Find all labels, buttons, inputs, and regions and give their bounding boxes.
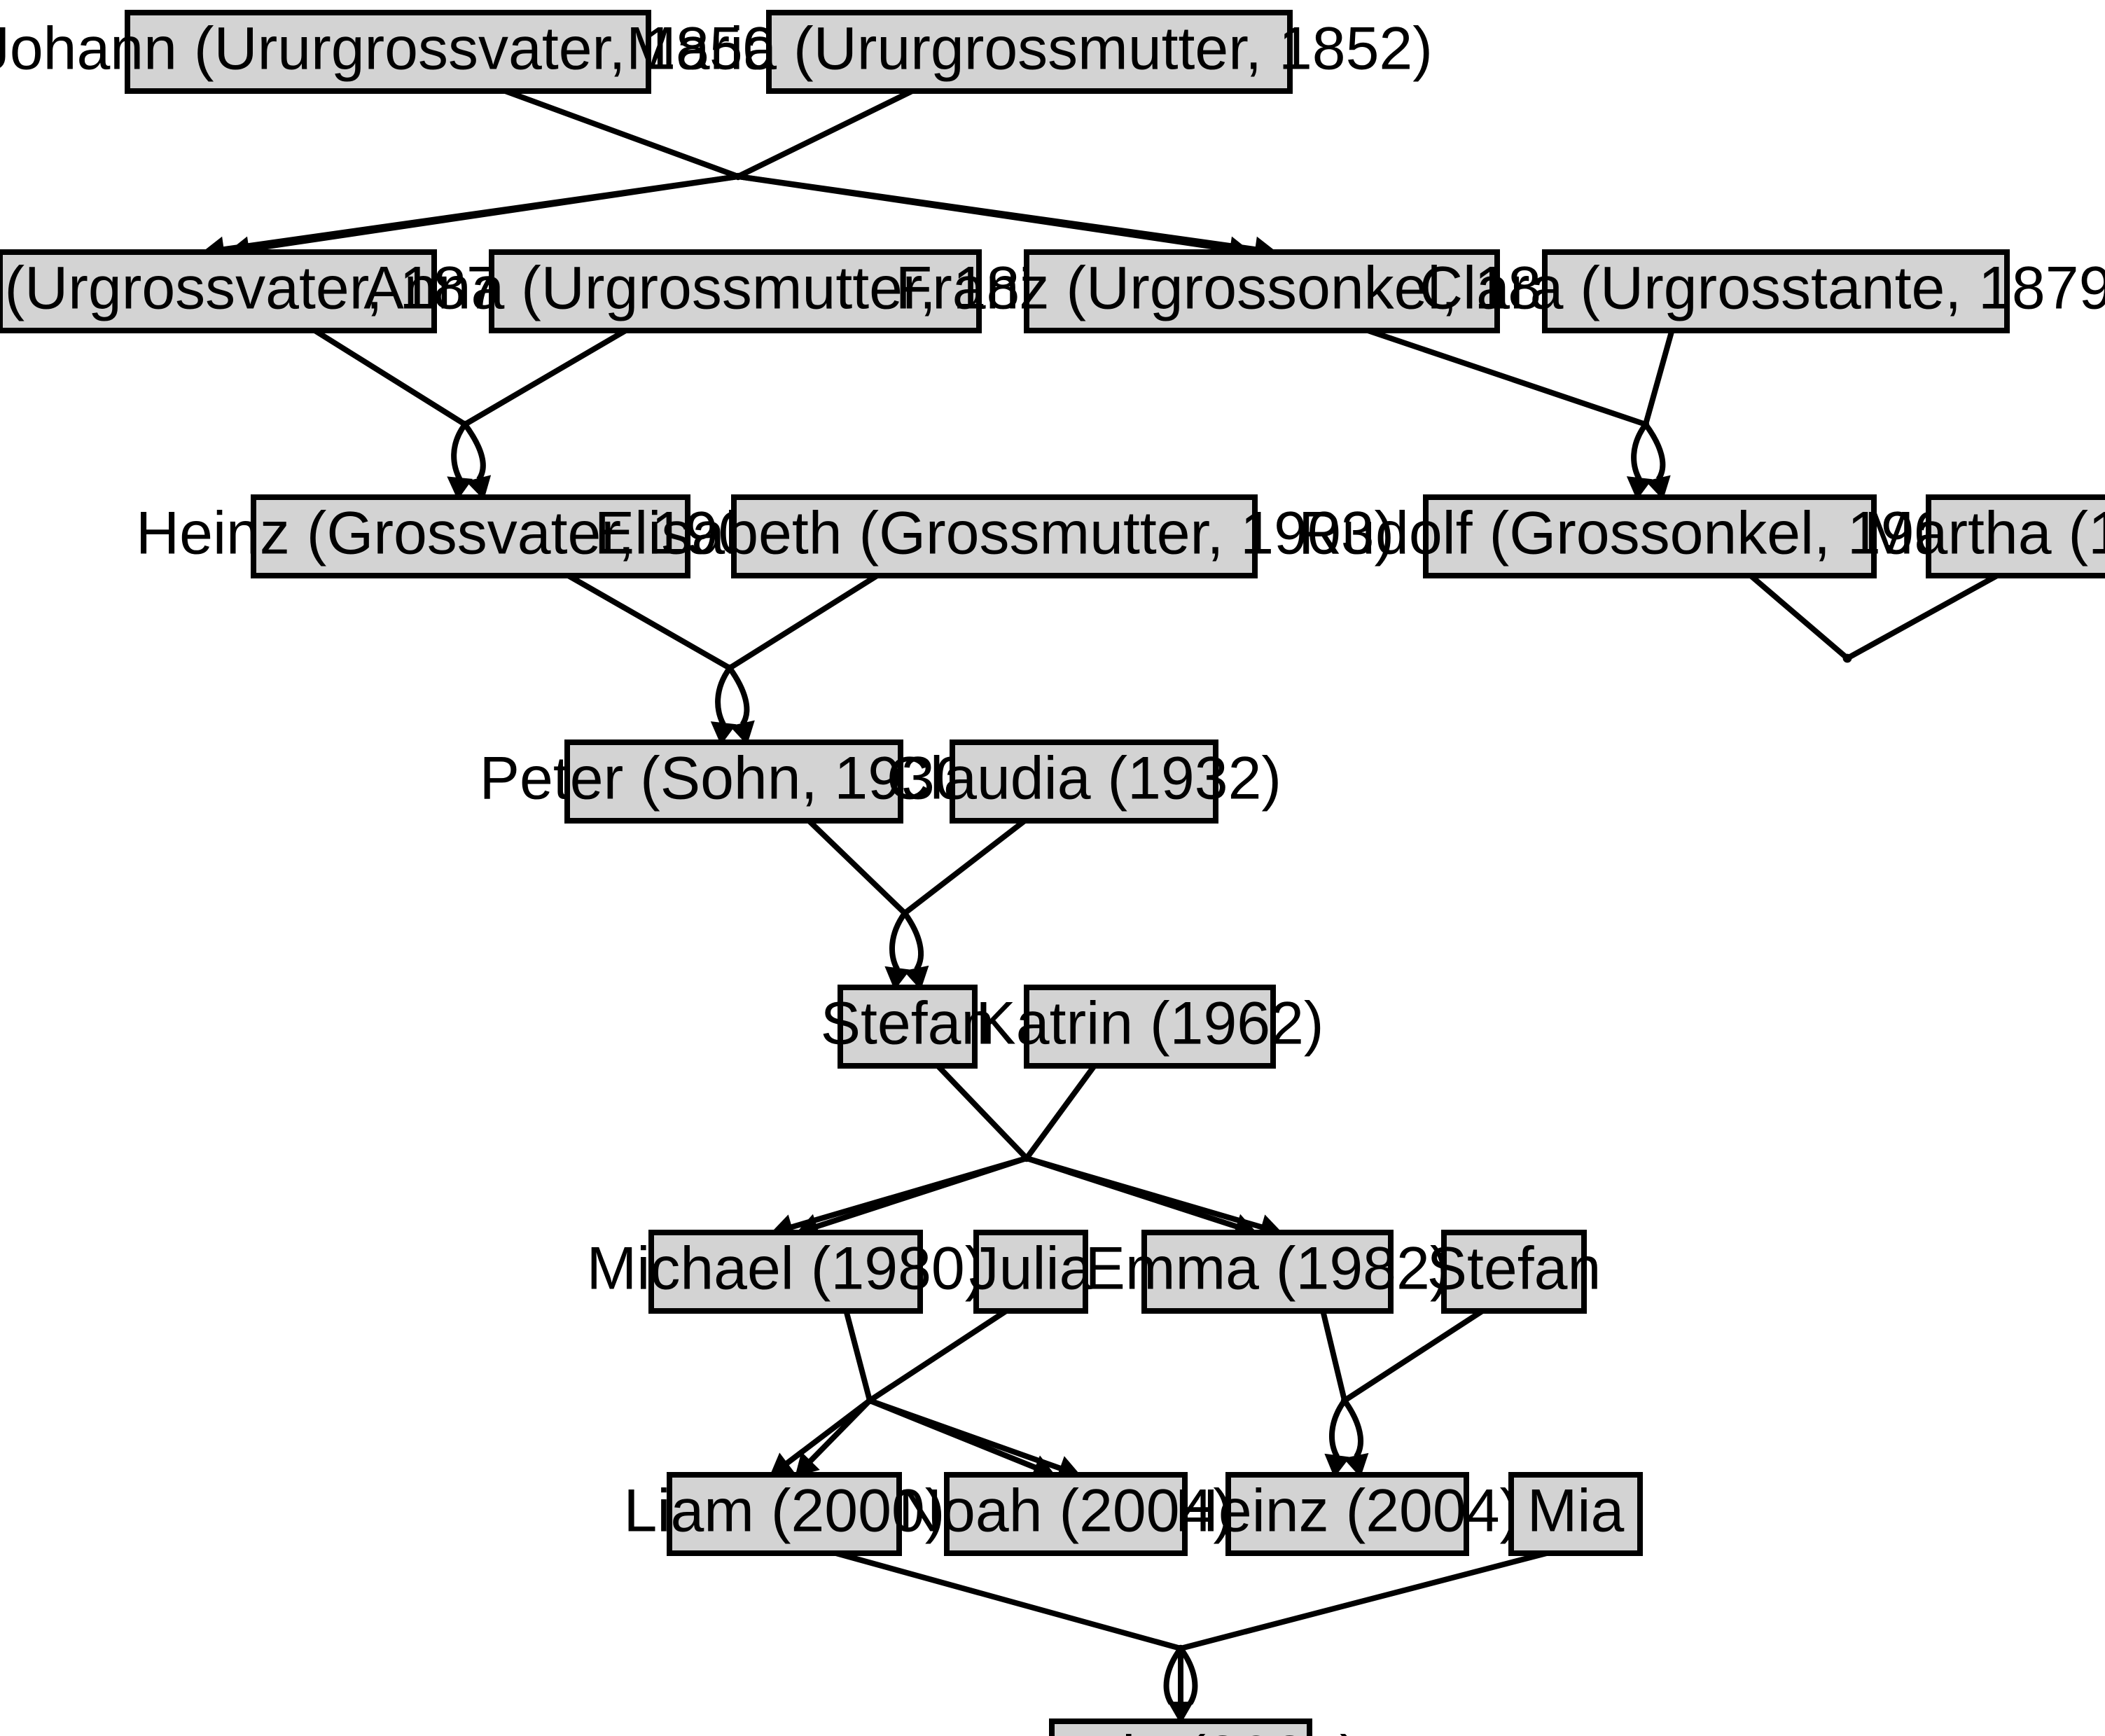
person-node-julia[interactable]: Julia [969,1230,1093,1314]
node-box[interactable] [489,249,982,333]
person-node-heinz2[interactable]: Heinz (2004) [1175,1472,1520,1556]
person-node-anna[interactable]: Anna (Urgrossmutter, 1877) [363,249,1107,333]
edge-parent-link [835,1550,1182,1651]
edge-parent-link [504,88,739,179]
node-box[interactable] [1049,1718,1312,1736]
edge-parent-link [728,573,879,671]
node-box[interactable] [950,739,1218,824]
edge-parent-link [807,819,907,915]
edge-child-link [902,911,924,971]
union-join-dot [1842,653,1852,663]
person-node-martin[interactable]: Martin (2021) [1001,1718,1360,1736]
edge-child-link [807,1398,872,1464]
edge-child-link [868,1398,1062,1472]
node-box[interactable] [648,1230,923,1314]
person-node-heinz1[interactable]: Heinz (Grossvater, 1900) [136,494,805,578]
edge-child-link [1178,1646,1198,1705]
edge-parent-link [463,328,627,427]
person-node-claudia[interactable]: Claudia (1932) [887,739,1281,824]
edge-child-link [1342,1398,1363,1459]
edges-layer [202,88,1999,1725]
node-box[interactable] [973,1230,1088,1314]
person-node-karl[interactable]: Karl (Urgrossvater, 1875) [0,249,553,333]
node-box[interactable] [125,10,651,94]
edge-child-link [247,174,739,253]
node-box[interactable] [766,10,1293,94]
edge-parent-link [1749,573,1849,661]
node-box[interactable] [0,249,437,333]
edge-parent-link [868,1308,1008,1403]
edge-child-link [451,422,468,480]
edge-child-link [462,422,486,482]
edge-parent-link [1846,573,1999,661]
node-box[interactable] [1024,985,1276,1069]
node-box[interactable] [1141,1230,1394,1314]
nodes-layer: Johann (Ururgrossvater, 1850)Maria (Urur… [0,10,2105,1736]
edge-parent-link [567,573,731,671]
person-node-mia[interactable]: Mia [1508,1472,1643,1556]
edge-parent-link [903,818,1027,916]
node-box[interactable] [1225,1472,1469,1556]
person-node-stefan2[interactable]: Stefan [1427,1230,1602,1314]
edge-child-link [814,1155,1028,1230]
edge-parent-link [737,88,914,179]
node-box[interactable] [1423,494,1877,578]
person-node-michael[interactable]: Michael (1980) [587,1230,985,1314]
edge-parent-link [313,328,467,427]
node-box[interactable] [667,1472,902,1556]
node-box[interactable] [1441,1230,1587,1314]
edge-child-link [737,174,1257,253]
edge-parent-link [1366,328,1647,427]
person-node-stefan1[interactable]: Stefan [821,985,995,1069]
person-node-franz[interactable]: Franz (Urgrossonkel, 1877) [896,249,1629,333]
person-node-johann[interactable]: Johann (Ururgrossvater, 1850) [0,10,796,94]
person-node-clara[interactable]: Clara (Urgrosstante, 1879) [1419,249,2105,333]
node-box[interactable] [1542,249,2010,333]
node-box[interactable] [944,1472,1188,1556]
person-node-rudolf[interactable]: Rudolf (Grossonkel, 1904) [1298,494,2001,578]
person-node-emma[interactable]: Emma (1982) [1085,1230,1450,1314]
node-box[interactable] [1024,249,1500,333]
edge-child-link [1643,422,1666,481]
edge-parent-link [1643,329,1675,426]
edge-child-link [1025,1155,1264,1230]
person-node-katrin[interactable]: Katrin (1962) [975,985,1324,1069]
person-node-martha[interactable]: Martha (1906) [1864,494,2105,578]
edge-parent-link [1342,1308,1485,1403]
edge-parent-link [1320,1310,1347,1401]
person-node-elisabeth[interactable]: Elisabeth (Grossmutter, 1903) [595,494,1394,578]
edge-child-link [1631,422,1648,481]
edge-parent-link [843,1310,873,1402]
person-node-noah[interactable]: Noah (2004) [898,1472,1233,1556]
person-node-peter[interactable]: Peter (Sohn, 1930) [480,739,989,824]
edge-parent-link [936,1064,1029,1160]
node-box[interactable] [251,494,690,578]
edge-parent-link [1179,1550,1548,1651]
edge-parent-link [1024,1064,1097,1160]
node-box[interactable] [1508,1472,1643,1556]
person-node-maria[interactable]: Maria (Ururgrossmutter, 1852) [626,10,1433,94]
node-box[interactable] [1926,494,2105,578]
node-box[interactable] [564,739,903,824]
edge-child-link [715,666,732,726]
edge-child-link [1163,1646,1183,1705]
edge-child-link [889,911,908,971]
node-box[interactable] [731,494,1258,578]
edge-child-link [727,666,750,726]
edge-child-link [1329,1398,1347,1459]
node-box[interactable] [838,985,978,1069]
person-node-liam[interactable]: Liam (2000) [624,1472,945,1556]
